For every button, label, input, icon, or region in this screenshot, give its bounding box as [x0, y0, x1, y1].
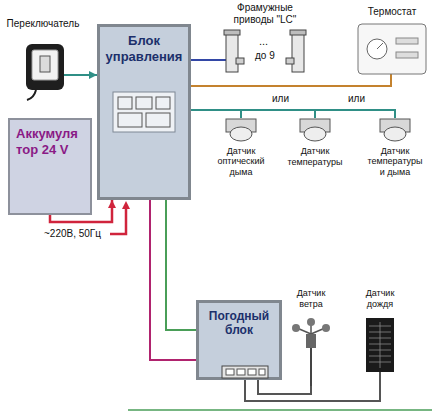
- switch-icon: [26, 44, 64, 100]
- rain-sensor-icon: [380, 322, 381, 368]
- battery-box: Аккумуля тор 24 V: [8, 118, 92, 215]
- box-title: Погодный блок: [203, 309, 275, 338]
- mains-wire: [122, 201, 130, 209]
- sensor-icon: [304, 127, 326, 141]
- control-panel-face: [113, 92, 175, 132]
- window-actuator-icon: [224, 30, 306, 72]
- wire-connector: [191, 59, 222, 61]
- wire-stub: [379, 372, 381, 378]
- wire-connector: [166, 200, 196, 330]
- alternative-label: или: [272, 93, 289, 105]
- rain-sensor: Датчик дождя: [351, 288, 409, 378]
- device-label: Переключатель: [4, 18, 82, 30]
- control-panel-face: [156, 97, 170, 109]
- window-actuator-icon: [286, 58, 294, 64]
- device-label: Фрамужные приводы "LC": [224, 2, 306, 26]
- wire-connector: [245, 378, 380, 401]
- rain-sensor-icon: [366, 318, 394, 372]
- ellipsis-label: ...: [259, 35, 268, 48]
- anemometer-icon: [306, 334, 316, 348]
- anemometer-icon: [322, 324, 330, 332]
- control-panel-face: [146, 113, 170, 127]
- device-label: Датчик дождя: [353, 288, 407, 310]
- wire-connector: [191, 78, 391, 86]
- thermostat-icon: [396, 52, 418, 58]
- wire-connector: [191, 110, 315, 118]
- rain-sensor-icon: [366, 318, 394, 372]
- anemometer-icon: [292, 324, 300, 332]
- thermostat: Термостат: [352, 6, 432, 78]
- arrowhead: [108, 200, 116, 208]
- switch-icon: [27, 90, 36, 100]
- wire-stub: [390, 74, 392, 78]
- temperature-sensor: Датчик температуры: [284, 118, 346, 168]
- switch-icon: [40, 56, 50, 72]
- power-supply-label: ~220В, 50Гц: [44, 228, 101, 240]
- thermostat-icon: [367, 39, 387, 59]
- wire-connector: [191, 110, 241, 118]
- window-actuator-icon: [292, 32, 304, 72]
- window-actuator-icon: [226, 32, 238, 72]
- alternative-label: или: [348, 93, 365, 105]
- control-panel-face: [113, 92, 175, 132]
- thermostat-icon: [396, 38, 418, 44]
- box-title: Аккумуля тор 24 V: [16, 126, 84, 157]
- ground-line: [128, 409, 432, 411]
- sensor-icon: [384, 127, 406, 141]
- wind-sensor: Датчик ветра: [286, 288, 336, 386]
- sensor-icon: [226, 119, 410, 141]
- thermostat-icon: [377, 43, 383, 49]
- wire-stub: [64, 74, 84, 76]
- terminal-strip: [226, 369, 234, 375]
- sensor-icon: [230, 127, 252, 141]
- switch-icon: [26, 44, 64, 90]
- device-label: Термостат: [354, 6, 430, 18]
- terminal-strip: [248, 369, 256, 375]
- window-actuator-icon: [290, 30, 306, 35]
- terminal-strip: [259, 369, 265, 375]
- count-label: до 9: [255, 50, 275, 62]
- thermostat-icon: [358, 24, 426, 74]
- terminal-strip: [237, 369, 245, 375]
- switch-icon: [32, 50, 58, 80]
- anemometer-icon: [292, 318, 330, 386]
- control-panel-face: [118, 97, 132, 109]
- arrowhead: [89, 71, 97, 79]
- box-title: Блок управления: [104, 33, 184, 64]
- terminal-strip: [222, 366, 268, 378]
- smoke-sensor: Датчик оптический дыма: [210, 118, 272, 178]
- terminal-strip: [222, 366, 268, 378]
- ground-line: [128, 410, 432, 411]
- thermostat-icon: [358, 24, 426, 74]
- wire-connector: [150, 200, 196, 360]
- switch-device: Переключатель: [2, 18, 84, 102]
- device-label: Датчик ветра: [288, 288, 334, 310]
- window-actuator-icon: [224, 30, 240, 35]
- device-label: Датчик оптический дыма: [212, 146, 270, 178]
- control-panel-face: [118, 113, 142, 127]
- device-label: Датчик температуры: [286, 146, 344, 168]
- anemometer-icon: [307, 318, 315, 326]
- anemometer-icon: [310, 348, 312, 386]
- control-panel-face: [136, 97, 152, 109]
- combined-sensor: Датчик температуры и дыма: [362, 118, 428, 178]
- window-actuator-icon: [236, 58, 244, 64]
- wire-connector: [258, 380, 311, 394]
- wire-connector: [191, 110, 395, 118]
- device-label: Датчик температуры и дыма: [364, 146, 426, 178]
